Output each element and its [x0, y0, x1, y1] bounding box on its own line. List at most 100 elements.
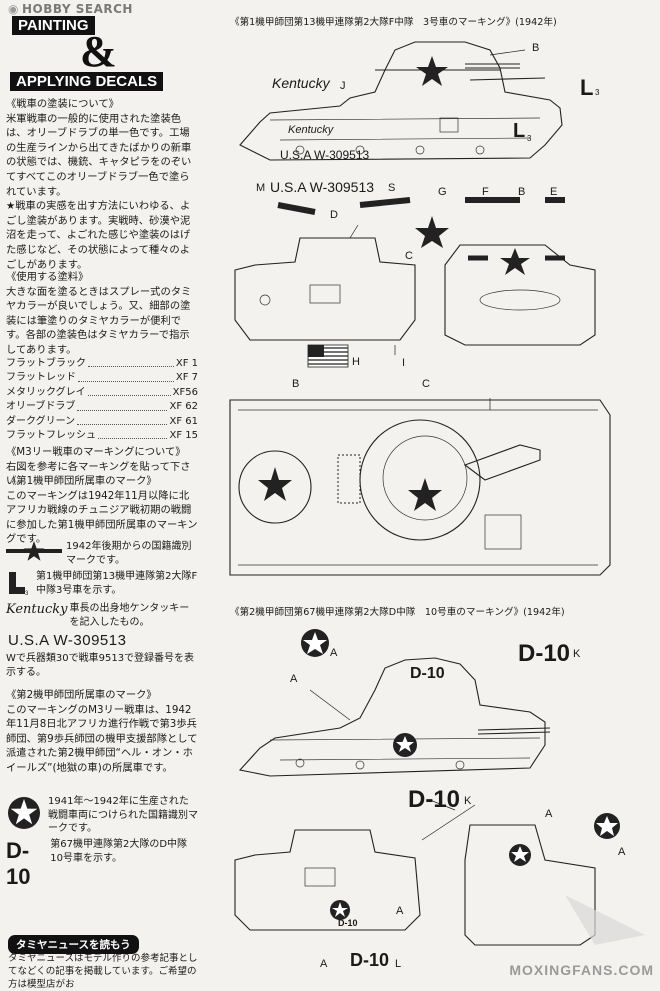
- dot-leader: [77, 415, 168, 426]
- d10-row: D-10 第67機甲連隊第2大隊のD中隊10号車を示す。: [6, 838, 198, 890]
- d10-hull: D-10: [410, 665, 445, 682]
- section-marking-heading: 《M3リー戦車のマーキングについて》: [6, 446, 186, 458]
- label-l3-big: L: [580, 75, 594, 100]
- right-column: 《第1機甲師団第13機甲連隊第2大隊F中隊 3号車のマーキング》(1942年): [200, 0, 660, 990]
- label-l-small: L: [513, 120, 526, 142]
- decal-strips: [277, 197, 565, 248]
- svg-text:3: 3: [25, 591, 29, 596]
- paint-name: フラットブラック: [6, 358, 86, 369]
- d10-big: D-10: [518, 640, 571, 667]
- label-d: D: [330, 209, 338, 221]
- second-division: 《第2機甲師団所属車のマーク》 このマーキングのM3リー戦車は、1942年11月…: [6, 688, 198, 776]
- paint-code: XF 7: [175, 372, 198, 384]
- bottom-side-view: [238, 629, 551, 777]
- label-j: J: [340, 80, 346, 92]
- diagram-bottom-caption: 《第2機甲師団第67機甲連隊第2大隊D中隊 10号車のマーキング》(1942年): [230, 607, 565, 618]
- roundel-text: 1941年～1942年に生産された戦闘車両につけられた国籍識別マークです。: [48, 796, 198, 834]
- label-l: L: [395, 958, 402, 970]
- label-g: G: [438, 186, 447, 198]
- header-line2: APPLYING DECALS: [10, 72, 164, 91]
- diagram-top-caption: 《第1機甲師団第13機甲連隊第2大隊F中隊 3号車のマーキング》(1942年): [230, 17, 557, 28]
- section-paint-tip: ★戦車の実感を出す方法にいわゆる、よごし塗装があります。実戦時、砂漠や泥沼を走っ…: [6, 200, 191, 271]
- label-l-small-sub: 3: [527, 134, 532, 143]
- roundel-star-icon: [8, 797, 40, 829]
- paint-list: フラットブラック XF 1 フラットレッド XF 7 メタリックグレイ XF56 オリ…: [6, 357, 198, 443]
- paint-code: XF56: [172, 386, 198, 398]
- kentucky-script: Kentucky: [6, 602, 68, 617]
- dot-leader: [77, 400, 168, 411]
- paint-code: XF 15: [169, 430, 198, 442]
- header-title: PAINTING & APPLYING DECALS: [6, 16, 196, 94]
- top-down-view: [229, 399, 611, 576]
- dot-leader: [98, 429, 168, 440]
- bullet-icon: ◉: [8, 2, 19, 16]
- paint-code: XF 61: [169, 415, 198, 427]
- paint-name: フラットレッド: [6, 372, 76, 384]
- paint-name: メタリックグレイ: [6, 386, 86, 398]
- dot-leader: [87, 386, 171, 397]
- first-division: 《第1機甲師団所属車のマーク》 このマーキングは1942年11月以降に北アフリカ…: [6, 474, 198, 547]
- hull-kentucky: Kentucky: [288, 124, 334, 136]
- label-c2: C: [422, 378, 430, 390]
- d10-front: D-10: [350, 950, 390, 970]
- corner-stamp-icon: [565, 895, 645, 945]
- label-a6: A: [320, 958, 328, 970]
- d10-float: D-10: [408, 786, 461, 813]
- us-flag: [307, 344, 349, 368]
- l3-mark-row: 3 第1機甲師団第13機甲連隊第2大隊F中隊3号車を示す。: [6, 570, 198, 597]
- star-mark-text: 1942年後期からの国籍識別マークです。: [66, 541, 192, 566]
- label-a2: A: [290, 673, 298, 685]
- rear-front-views: [234, 237, 596, 346]
- header-line1: PAINTING: [12, 16, 95, 35]
- usa-text: Wで兵器類30で戦車9513で登録番号を表示する。: [6, 653, 195, 678]
- label-a4: A: [618, 846, 626, 858]
- dot-leader: [78, 371, 174, 382]
- paint-code: XF 1: [175, 358, 198, 369]
- label-k2: K: [464, 795, 472, 807]
- l3-mark-text: 第1機甲師団第13機甲連隊第2大隊F中隊3号車を示す。: [36, 571, 198, 596]
- kentucky-row: Kentucky 車長の出身地ケンタッキーを記入したもの。: [6, 602, 198, 629]
- section-marking: 《M3リー戦車のマーキングについて》 右図を参考に各マーキングを貼って下さい。: [6, 445, 198, 489]
- leader-lines: [309, 49, 526, 841]
- section-marking-body: 右図を参考に各マーキングを貼って下さい。: [6, 460, 191, 488]
- star-mark-row: 1942年後期からの国籍識別マークです。: [6, 540, 198, 567]
- label-b3: B: [292, 378, 300, 390]
- label-a1: A: [330, 647, 338, 659]
- label-c: C: [405, 250, 413, 262]
- header-ampersand: &: [80, 27, 117, 76]
- section-use-body: 大きな面を塗るときはスプレー式のタミヤカラーが良いでしょう。又、細部の塗装には筆…: [6, 285, 192, 356]
- watermark-top: ◉HOBBY SEARCH: [8, 2, 133, 16]
- roundel-row: 1941年～1942年に生産された戦闘車両につけられた国籍識別マークです。: [6, 795, 198, 836]
- label-l3-sub: 3: [595, 88, 600, 97]
- second-division-body: このマーキングのM3リー戦車は、1942年11月8日北アフリカ進行作戦で第3歩兵…: [6, 703, 198, 774]
- watermark-bottom: MOXINGFANS.COM: [509, 962, 654, 978]
- label-a5: A: [396, 905, 404, 917]
- label-s: S: [388, 182, 396, 194]
- label-m: M: [256, 182, 266, 194]
- label-kentucky: Kentucky: [272, 75, 330, 91]
- left-column: ◉HOBBY SEARCH PAINTING & APPLYING DECALS…: [4, 0, 200, 990]
- usa-strip: U.S.A W-309513: [270, 179, 375, 195]
- l3-mark-icon: 3: [9, 572, 29, 596]
- label-i: I: [402, 357, 406, 369]
- paint-row: フラットフレッシュ XF 15: [6, 429, 198, 443]
- section-paint: 《戦車の塗装について》 米軍戦車の一般的に使用された塗装色は、オリーブドラブの単…: [6, 97, 198, 272]
- paint-row: フラットブラック XF 1: [6, 357, 198, 371]
- section-paint-heading: 《戦車の塗装について》: [6, 98, 119, 110]
- dot-leader: [88, 357, 174, 368]
- section-use: 《使用する塗料》 大きな面を塗るときはスプレー式のタミヤカラーが良いでしょう。又…: [6, 270, 198, 358]
- label-k: K: [573, 648, 581, 660]
- tamiya-news-text: タミヤニュースはモデル作りの参考記事としてなどくの記事を掲載しています。ご希望の…: [8, 953, 198, 990]
- top-side-view: [239, 41, 563, 161]
- second-division-heading: 《第2機甲師団所属車のマーク》: [6, 689, 157, 701]
- watermark-top-text: HOBBY SEARCH: [21, 2, 133, 16]
- hull-usa: U.S.A W-309513: [280, 148, 370, 162]
- paint-name: フラットフレッシュ: [6, 430, 96, 442]
- paint-row: フラットレッド XF 7: [6, 371, 198, 385]
- paint-row: メタリックグレイ XF56: [6, 386, 198, 400]
- d10-mark: D-10: [6, 838, 31, 889]
- section-use-heading: 《使用する塗料》: [6, 271, 89, 283]
- star-bar-icon: [6, 541, 62, 561]
